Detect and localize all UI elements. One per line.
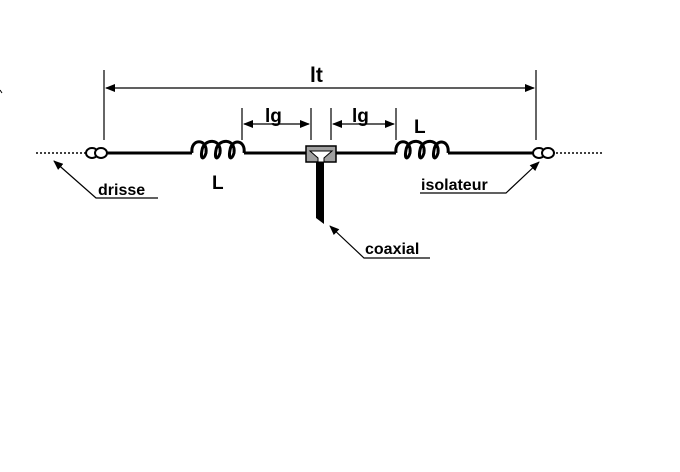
coax-cable <box>316 162 324 224</box>
label-total-length: lt <box>310 64 323 87</box>
label-halyard: drisse <box>98 182 145 199</box>
label-gap-left: lg <box>265 106 282 127</box>
halyard-leader <box>53 160 158 199</box>
label-coax: coaxial <box>365 241 419 258</box>
insulator-right <box>532 147 555 159</box>
coil-right <box>394 139 450 160</box>
insulator-leader <box>420 161 540 194</box>
label-gap-right: lg <box>352 106 369 127</box>
label-coil-right: L <box>414 117 426 138</box>
label-coil-left: L <box>212 173 224 194</box>
insulator-left <box>85 147 108 159</box>
coax-leader <box>329 225 430 259</box>
label-insulator: isolateur <box>421 177 488 194</box>
coil-left <box>190 139 246 160</box>
edge-mark <box>0 89 3 94</box>
